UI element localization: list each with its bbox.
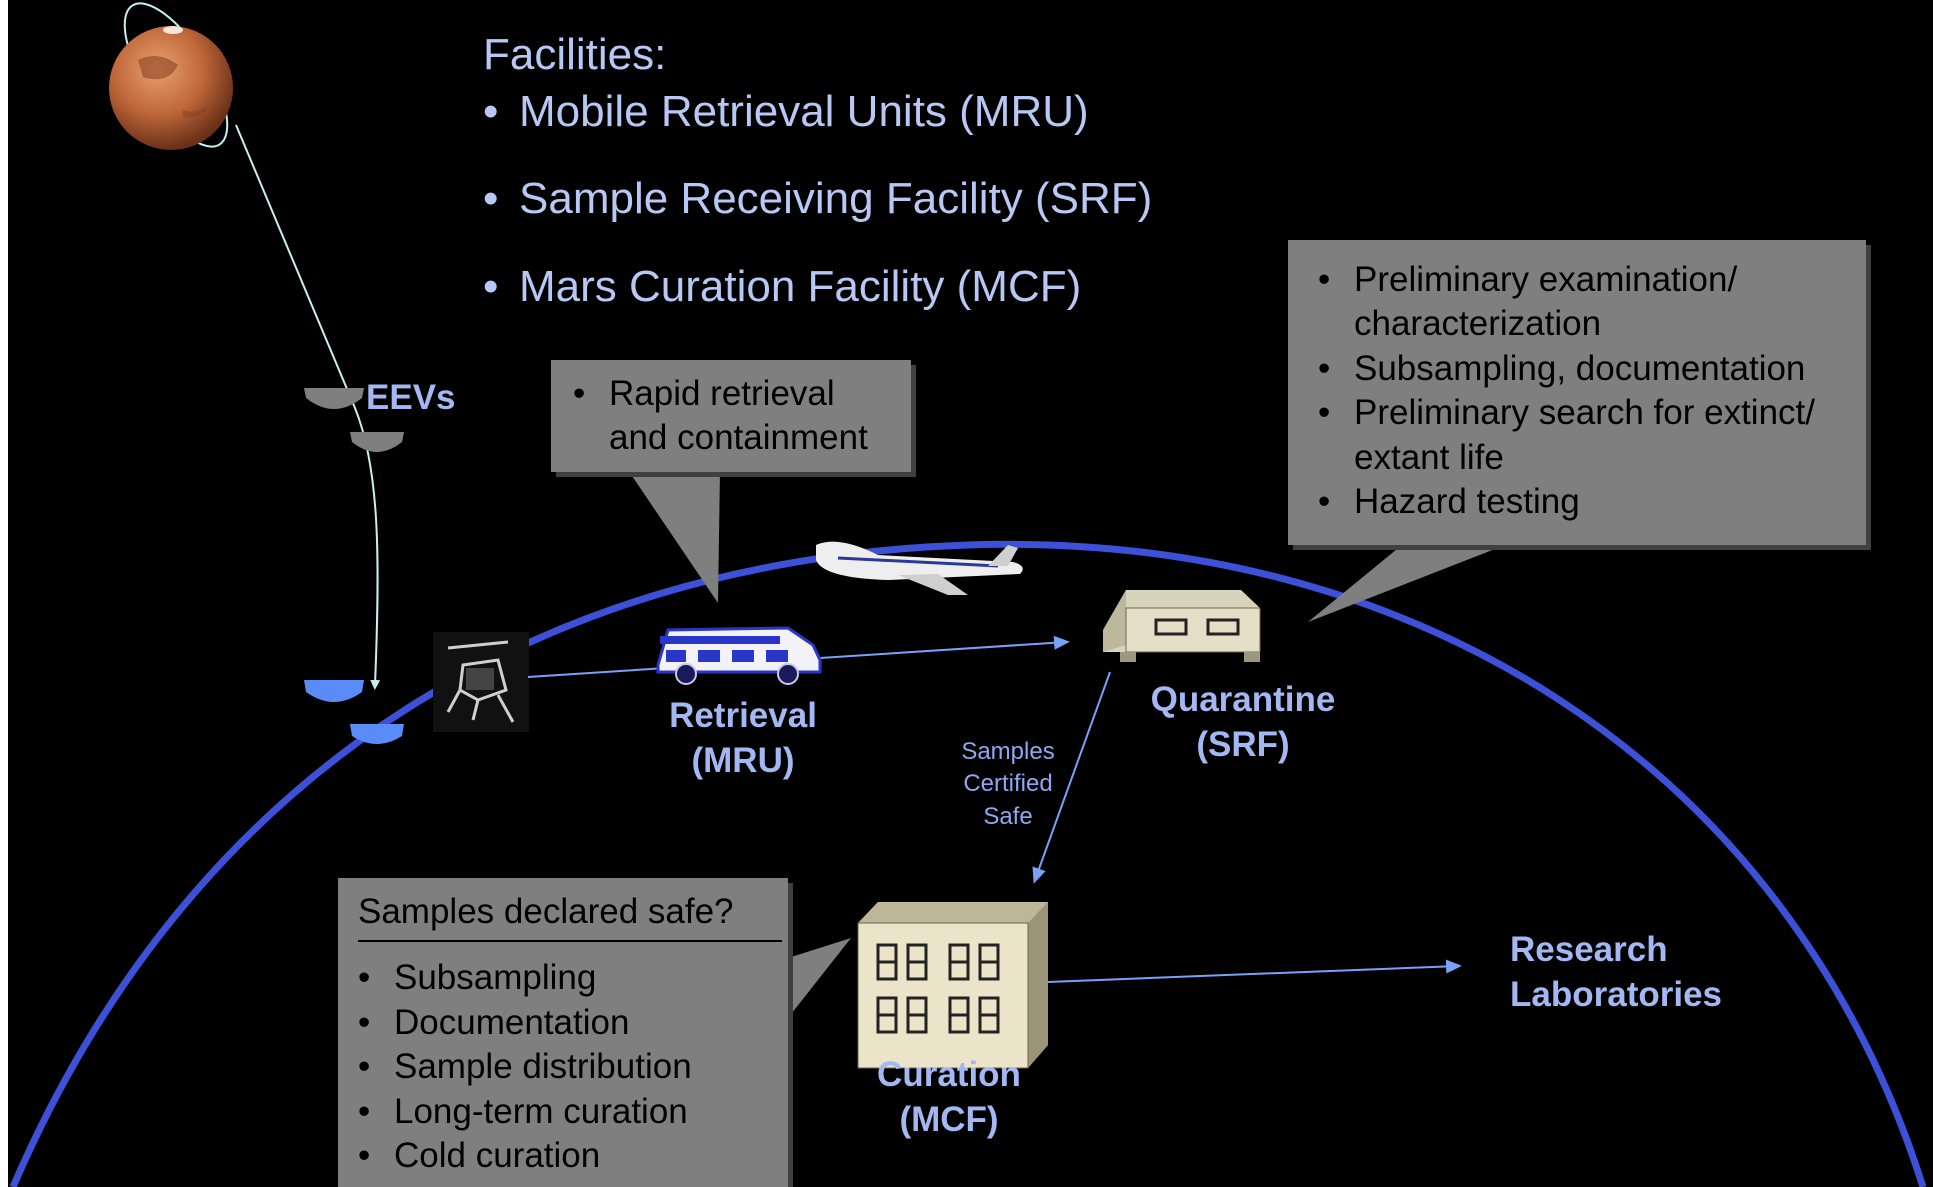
earth-limb: [9, 540, 1927, 1187]
mru-van-icon: [656, 626, 822, 685]
eev-capsule-landed-icon: [304, 680, 364, 702]
facilities-list: Facilities: Mobile Retrieval Units (MRU)…: [483, 26, 1152, 315]
srf-callout-pointer: [1308, 540, 1518, 622]
mru-callout: Rapid retrieval and containment: [551, 360, 911, 472]
retrieval-label-line: Retrieval: [669, 696, 817, 735]
mcf-callout-item: Cold curation: [358, 1134, 768, 1179]
facility-item: Mars Curation Facility (MCF): [483, 258, 1152, 315]
flow-arrow-to-mcf: [1032, 671, 1111, 884]
quarantine-label-line: Quarantine: [1150, 680, 1336, 719]
srf-callout: Preliminary examination/ characterizatio…: [1288, 240, 1866, 545]
mcf-callout-item: Sample distribution: [358, 1045, 768, 1090]
quarantine-label: Quarantine (SRF): [1128, 678, 1358, 768]
research-labs-label-line: Research: [1510, 930, 1668, 969]
mcf-callout-item: Documentation: [358, 1001, 768, 1046]
mcf-callout-item: Long-term curation: [358, 1090, 768, 1135]
curation-label: Curation (MCF): [854, 1053, 1044, 1143]
mcf-building-icon: [857, 902, 1048, 1069]
eevs-label: EEVs: [366, 378, 456, 417]
diagram-stage: Facilities: Mobile Retrieval Units (MRU)…: [8, 0, 1933, 1187]
retrieval-label-line: (MRU): [691, 740, 795, 780]
mcf-callout-pointer: [788, 938, 851, 1018]
mcf-callout-header: Samples declared safe?: [358, 890, 782, 943]
research-labs-label: Research Laboratories: [1510, 928, 1722, 1018]
airplane-icon: [816, 541, 1023, 595]
certified-label-line: Safe: [983, 802, 1033, 830]
facility-item: Sample Receiving Facility (SRF): [483, 170, 1152, 227]
srf-callout-item: Subsampling, documentation: [1318, 347, 1850, 392]
mcf-callout: Samples declared safe? Subsampling Docum…: [338, 878, 788, 1187]
certified-label-line: Samples: [961, 738, 1055, 765]
helicopter-icon: [433, 632, 529, 732]
trajectory-line: [235, 124, 381, 690]
srf-callout-item: Hazard testing: [1318, 480, 1850, 525]
retrieval-label: Retrieval (MRU): [648, 694, 838, 784]
samples-certified-safe-label: Samples Certified Safe: [938, 736, 1078, 833]
eev-capsule-icon: [304, 388, 364, 409]
srf-building-icon: [1103, 590, 1261, 662]
certified-label-line: Certified: [963, 770, 1053, 798]
eev-capsule-icon: [350, 432, 404, 452]
curation-label-line: Curation: [877, 1055, 1021, 1094]
mru-callout-item: Rapid retrieval and containment: [573, 372, 895, 461]
quarantine-label-line: (SRF): [1196, 724, 1290, 764]
mars-icon: [109, 2, 233, 150]
eev-capsule-landed-icon: [350, 724, 404, 744]
mcf-callout-item: Subsampling: [358, 956, 768, 1001]
diagram-graphics: [9, 2, 1927, 1187]
mru-callout-pointer: [628, 470, 720, 603]
curation-label-line: (MCF): [899, 1099, 999, 1139]
facilities-heading: Facilities:: [483, 30, 667, 79]
srf-callout-item: Preliminary search for extinct/ extant l…: [1318, 391, 1850, 480]
facility-item: Mobile Retrieval Units (MRU): [483, 83, 1152, 140]
flow-arrow-to-labs: [1047, 959, 1462, 983]
research-labs-label-line: Laboratories: [1510, 974, 1722, 1014]
srf-callout-item: Preliminary examination/ characterizatio…: [1318, 258, 1850, 347]
